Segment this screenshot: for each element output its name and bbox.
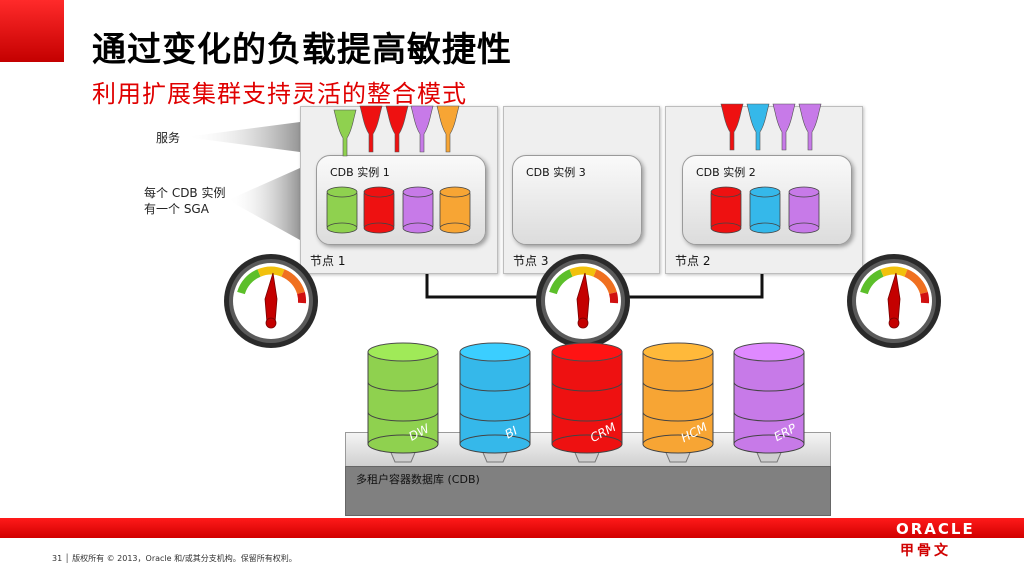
cdb-instance-1-label: CDB 实例 1 xyxy=(330,166,390,179)
cdb-platform xyxy=(345,466,831,516)
database-cylinder-bi: BI xyxy=(459,342,531,463)
footer-bar xyxy=(0,518,1024,538)
node-3-label: 节点 3 xyxy=(513,254,549,268)
page-title: 通过变化的负载提高敏捷性 xyxy=(92,30,512,70)
sga-annotation-line2: 有一个 SGA xyxy=(144,202,209,216)
cdb-platform-label: 多租户容器数据库 (CDB) xyxy=(356,473,480,486)
database-cylinder-dw: DW xyxy=(367,342,439,463)
node-2-label: 节点 2 xyxy=(675,254,711,268)
database-cylinder-erp: ERP xyxy=(733,342,805,463)
sga-annotation-line1: 每个 CDB 实例 xyxy=(144,186,226,200)
cdb-instance-3 xyxy=(512,155,642,245)
copyright-footer: 31 │ 版权所有 © 2013，Oracle 和/或其分支机构。保留所有权利。 xyxy=(52,554,297,563)
database-cylinder-hcm: HCM xyxy=(642,342,714,463)
database-cylinder-crm: CRM xyxy=(551,342,623,463)
page-subtitle: 利用扩展集群支持灵活的整合模式 xyxy=(92,80,467,108)
cdb-instance-2-label: CDB 实例 2 xyxy=(696,166,756,179)
oracle-logo-cn: 甲骨文 xyxy=(900,543,951,559)
corner-accent xyxy=(0,0,64,62)
cdb-instance-3-label: CDB 实例 3 xyxy=(526,166,586,179)
node-1-label: 节点 1 xyxy=(310,254,346,268)
oracle-logo: ORACLE xyxy=(896,520,975,538)
services-annotation: 服务 xyxy=(156,131,181,145)
